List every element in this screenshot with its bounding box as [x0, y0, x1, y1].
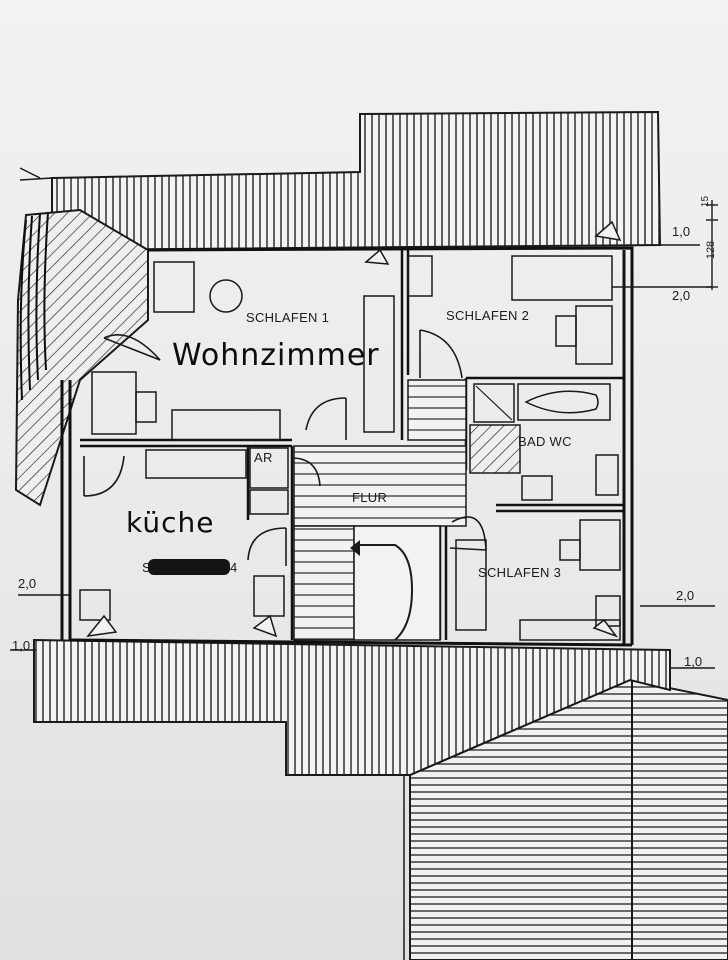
- room-label-bad-wc: BAD WC: [518, 434, 572, 449]
- room-label-kitchen-fragment: S: [142, 560, 151, 575]
- dimension-top-right-small: 15: [700, 195, 712, 208]
- dimension-left-2: 2,0: [18, 576, 37, 591]
- dimension-lines: [10, 200, 718, 669]
- room-label-kitchen-suffix: 4: [230, 560, 238, 575]
- room-label-schlafen-1: SCHLAFEN 1: [246, 310, 330, 325]
- handwritten-kueche: küche: [126, 506, 215, 539]
- dimension-top-right-1: 1,0: [672, 224, 691, 239]
- dimension-right-1: 1,0: [684, 654, 703, 669]
- outer-walls: [60, 246, 634, 647]
- dimension-top-right-2: 2,0: [672, 288, 691, 303]
- dimension-left-1: 1,0: [12, 638, 31, 653]
- redaction-mark: [148, 559, 230, 575]
- dimension-top-right-vertical: 128: [705, 240, 718, 260]
- dimension-right-2: 2,0: [676, 588, 695, 603]
- furniture: [79, 255, 621, 641]
- window-markers: [86, 220, 622, 638]
- left-curtain-strokes: [19, 211, 49, 401]
- door-swings: [83, 329, 487, 566]
- handwritten-wohnzimmer: Wohnzimmer: [172, 338, 380, 373]
- room-label-flur: FLUR: [352, 490, 388, 505]
- room-label-schlafen-2: SCHLAFEN 2: [446, 308, 530, 323]
- staircase: [293, 379, 467, 641]
- upper-roof: [14, 110, 671, 776]
- room-label-ar: AR: [254, 450, 273, 465]
- room-label-schlafen-3: SCHLAFEN 3: [478, 565, 562, 580]
- bathroom-fixtures: [469, 383, 619, 501]
